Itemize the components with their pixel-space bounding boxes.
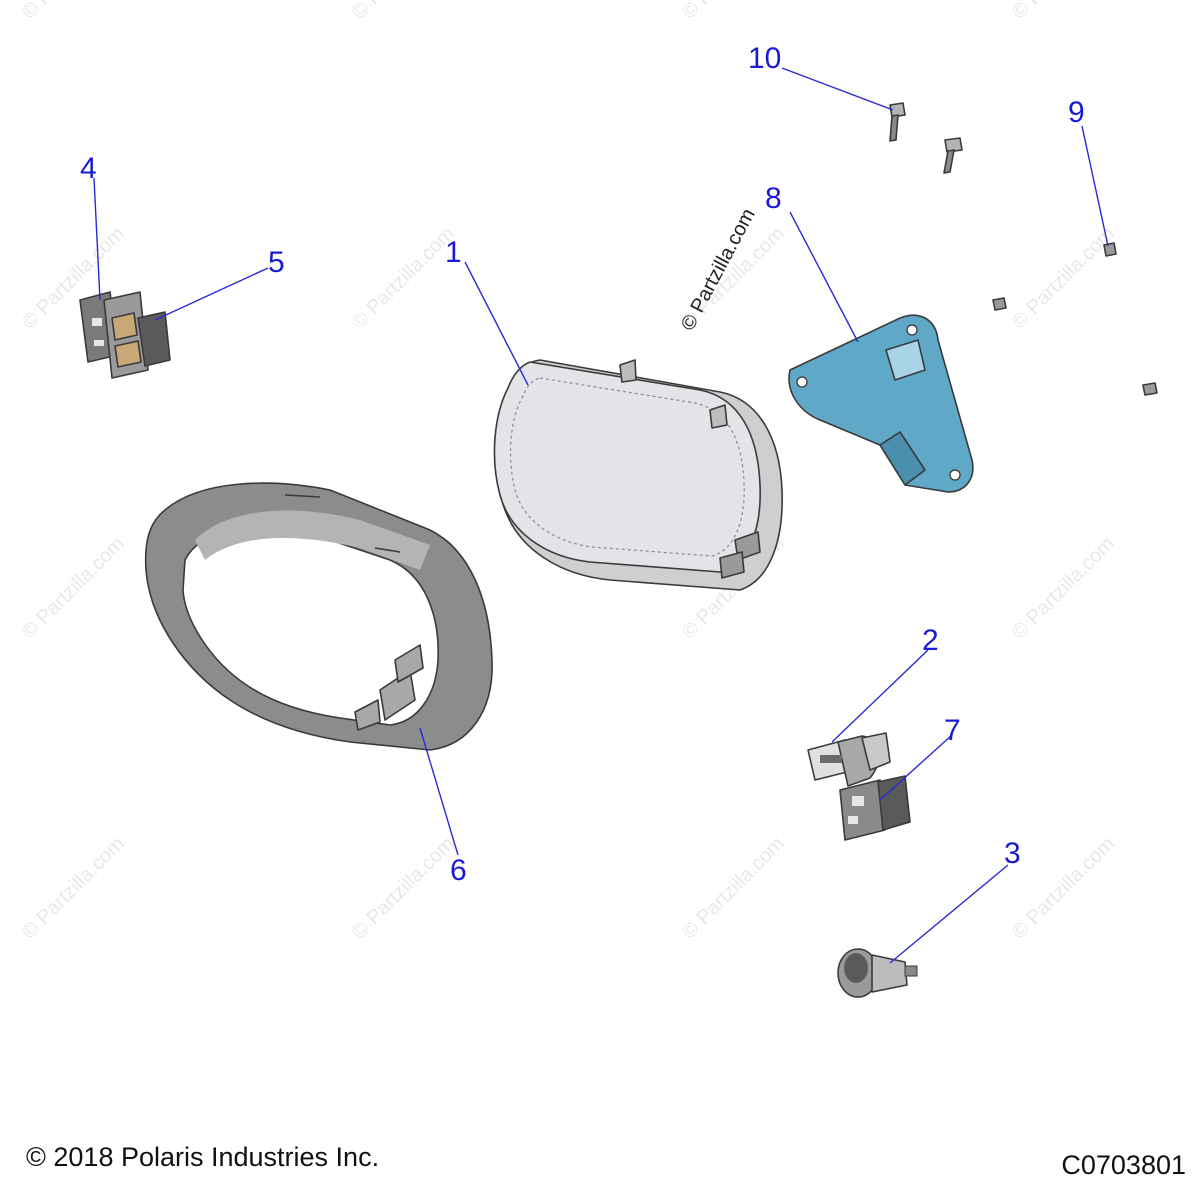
watermark-tile: © Partzilla.com [348,833,459,944]
callout-5: 5 [268,246,285,279]
part-1-instrument-cluster[interactable] [493,359,783,591]
callout-3: 3 [1004,837,1021,870]
watermark-tile: © Partzilla.com [1008,533,1119,644]
watermark-tile: © Partzilla.com [18,533,129,644]
copyright-text: © 2018 Polaris Industries Inc. [26,1142,380,1172]
part-2-ignition-switch[interactable] [807,732,891,787]
callout-8: 8 [765,182,782,215]
part-9-screws[interactable] [992,242,1158,396]
callout-6: 6 [450,854,467,887]
leader-lines [93,67,1109,964]
callout-7: 7 [944,714,961,747]
part-8-bracket[interactable] [788,314,974,493]
part-4-5-rocker-switches[interactable] [79,291,171,379]
watermark-tile: © Partzilla.com [18,833,129,944]
part-3-power-outlet[interactable] [837,948,918,998]
watermark-tile: © Partzilla.com [348,223,459,334]
callout-labels: 1 2 3 4 5 6 7 8 9 10 [80,42,1085,887]
callout-2: 2 [922,624,939,657]
callout-1: 1 [445,236,462,269]
callout-9: 9 [1068,96,1085,129]
watermark-tile: © Partzilla.com [678,833,789,944]
part-7-rocker-switch[interactable] [839,775,911,841]
watermark-tile: © Partzilla.com [1008,0,1119,24]
watermark-tile: © Partzilla.com [1008,223,1119,334]
part-6-bezel[interactable] [144,482,493,751]
watermark-tile: © Partzilla.com [1008,833,1119,944]
callout-10: 10 [748,42,781,75]
watermark-tile: © Partzilla.com [348,0,459,24]
callout-4: 4 [80,152,97,185]
part-10-bolts[interactable] [889,102,963,174]
diagram-code: C0703801 [1061,1150,1186,1180]
watermark-tile: © Partzilla.com [678,0,789,24]
watermark-tile: © Partzilla.com [18,0,129,24]
